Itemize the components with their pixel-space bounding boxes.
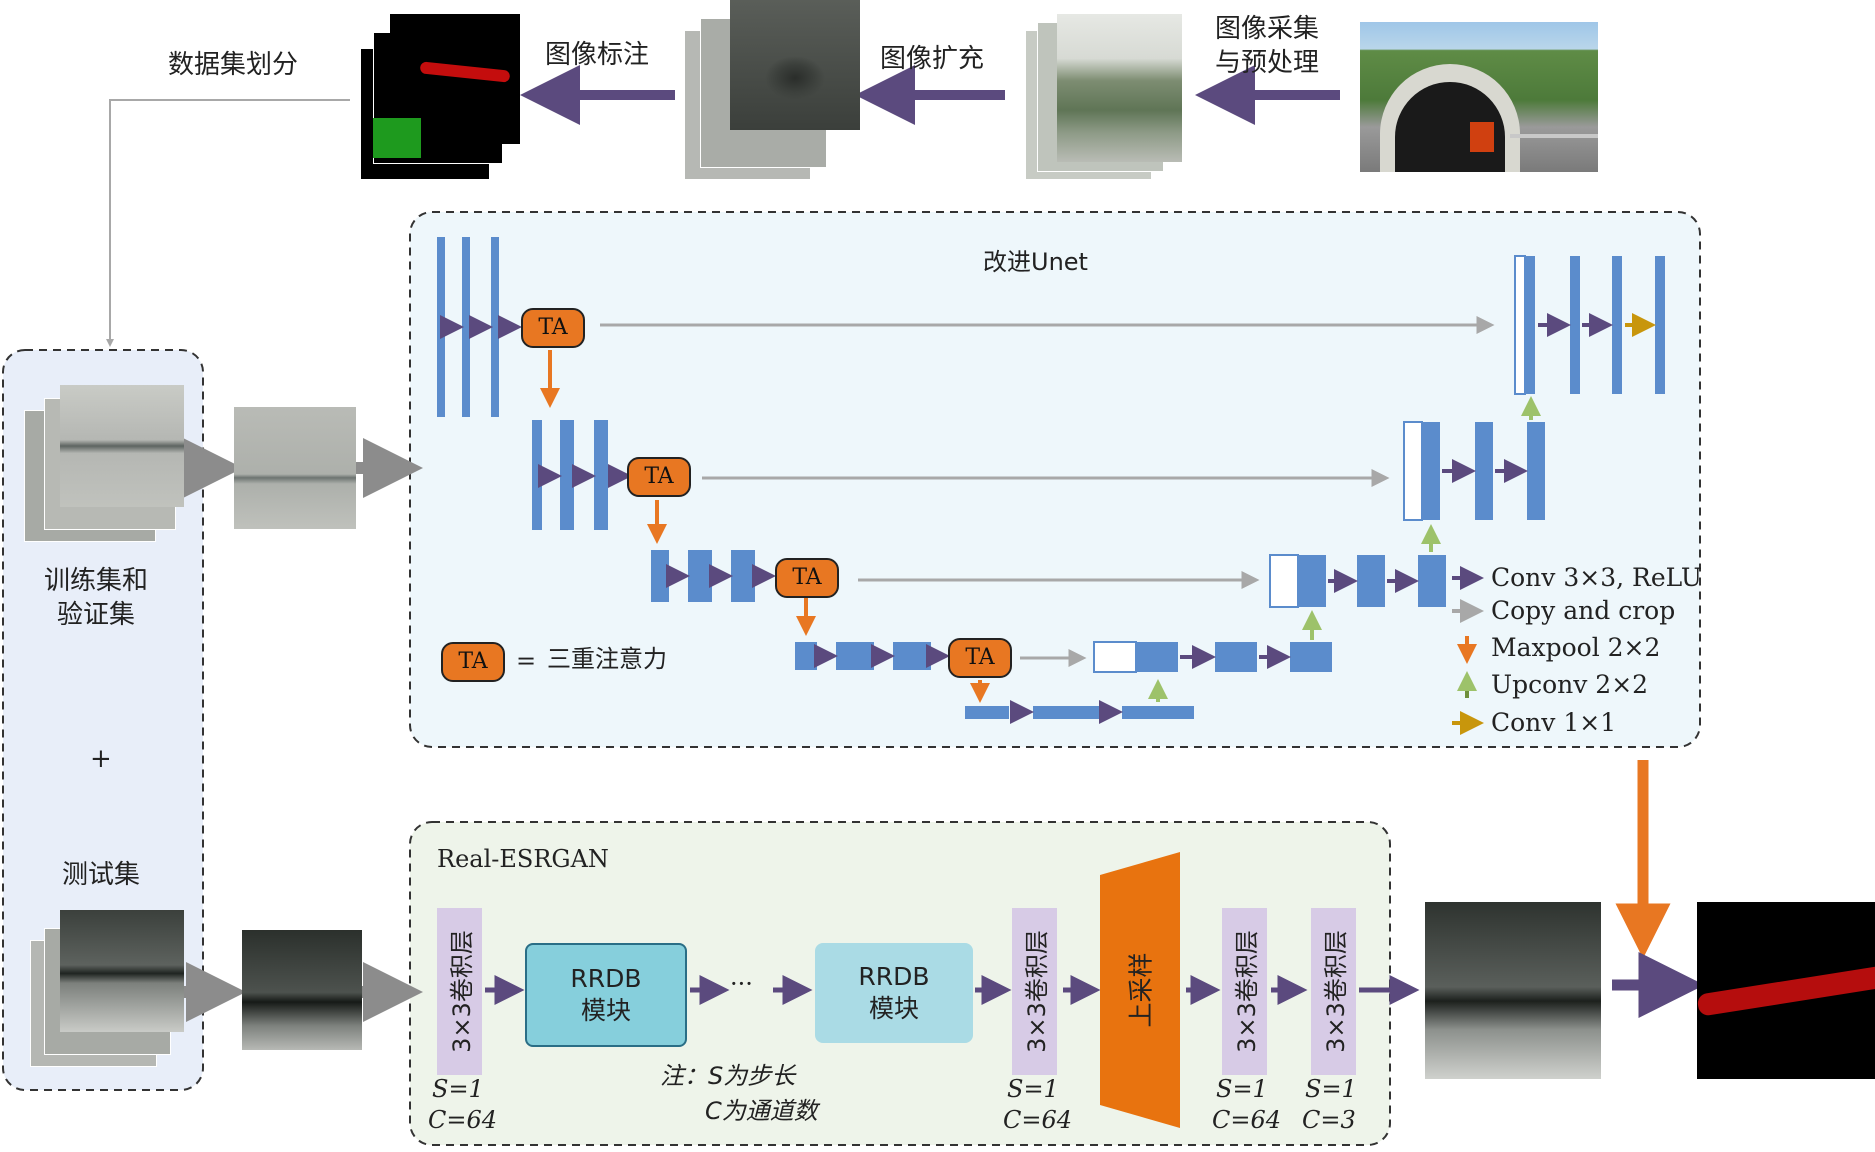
label-image-annotation: 图像标注 <box>545 40 650 70</box>
esrgan-title: Real-ESRGAN <box>437 845 609 873</box>
ta-legend-text: 三重注意力 <box>547 645 667 673</box>
param-channels-1: C=64 <box>428 1106 498 1134</box>
conv-layer-1: 3×3卷积层 <box>437 908 482 1075</box>
label-plus: + <box>90 744 112 774</box>
legend-arrows <box>1452 566 1484 735</box>
mask-green-region <box>373 118 421 158</box>
param-channels-4: C=3 <box>1302 1106 1356 1134</box>
ta-module-1: TA <box>521 308 585 348</box>
conv-layer-2: 3×3卷积层 <box>1012 908 1057 1075</box>
restored-photo <box>1425 902 1601 1079</box>
label-test-set: 测试集 <box>62 860 141 890</box>
test-sample-photo <box>242 930 362 1050</box>
param-stride-2: S=1 <box>1007 1075 1059 1103</box>
upsample-block <box>1100 852 1180 1128</box>
unet-bottleneck <box>965 706 1194 719</box>
param-stride-4: S=1 <box>1305 1075 1357 1103</box>
param-channels-3: C=64 <box>1212 1106 1282 1134</box>
segmentation-mask-output <box>1697 902 1875 1079</box>
unet-decoder-level4 <box>1136 642 1332 672</box>
crop-photo <box>730 0 860 130</box>
label-image-collection: 图像采集 与预处理 <box>1215 14 1320 78</box>
train-photo <box>60 385 184 507</box>
legend-copy-crop: Copy and crop <box>1491 596 1676 625</box>
unet-decoder-level3 <box>1298 555 1446 607</box>
ta-module-2: TA <box>627 457 691 497</box>
rrdb-ellipsis: ··· <box>730 970 753 998</box>
augment-photo <box>1057 14 1182 162</box>
param-channels-2: C=64 <box>1003 1106 1073 1134</box>
unet-encoder-level4 <box>795 642 931 670</box>
note-stride: 注：S为步长 <box>660 1062 796 1090</box>
legend-conv3x3: Conv 3×3, ReLU <box>1491 563 1702 592</box>
unet-copy-block-3 <box>1269 554 1299 608</box>
unet-copy-block-4 <box>1093 641 1137 673</box>
conv-layer-4: 3×3卷积层 <box>1311 908 1356 1075</box>
unet-decoder-level1 <box>1525 256 1665 394</box>
legend-conv1x1: Conv 1×1 <box>1491 708 1617 737</box>
label-train-val: 训练集和 验证集 <box>44 566 149 630</box>
upconv-arrows <box>1148 396 1541 702</box>
maxpool-arrows <box>540 350 990 703</box>
ta-legend-equals: = <box>516 647 537 675</box>
ta-module-3: TA <box>775 558 839 598</box>
train-sample-photo <box>234 407 356 529</box>
rrdb-block-2: RRDB 模块 <box>815 943 973 1043</box>
conv-layer-3: 3×3卷积层 <box>1222 908 1267 1075</box>
unet-title: 改进Unet <box>983 248 1088 276</box>
legend-upconv: Upconv 2×2 <box>1491 670 1649 699</box>
tunnel-photo <box>1360 22 1598 172</box>
unet-encoder-level2 <box>532 420 608 530</box>
label-dataset-split: 数据集划分 <box>168 50 299 80</box>
note-channels: C为通道数 <box>705 1097 818 1125</box>
dataset-split-connector <box>106 99 350 347</box>
label-image-augmentation: 图像扩充 <box>880 44 985 74</box>
unet-encoder-level3 <box>651 550 755 602</box>
ta-module-4: TA <box>948 638 1012 678</box>
rrdb-block-1: RRDB 模块 <box>525 943 687 1047</box>
legend-maxpool: Maxpool 2×2 <box>1491 633 1661 662</box>
unet-copy-block-1 <box>1514 255 1526 395</box>
skip-connections <box>600 316 1495 667</box>
ta-legend-badge: TA <box>441 642 505 682</box>
unet-copy-block-2 <box>1403 421 1423 521</box>
param-stride-3: S=1 <box>1216 1075 1268 1103</box>
upsample-label: 上采样 <box>1126 952 1156 1028</box>
unet-decoder-level2 <box>1422 422 1545 520</box>
param-stride-1: S=1 <box>432 1075 484 1103</box>
test-photo <box>60 910 184 1032</box>
